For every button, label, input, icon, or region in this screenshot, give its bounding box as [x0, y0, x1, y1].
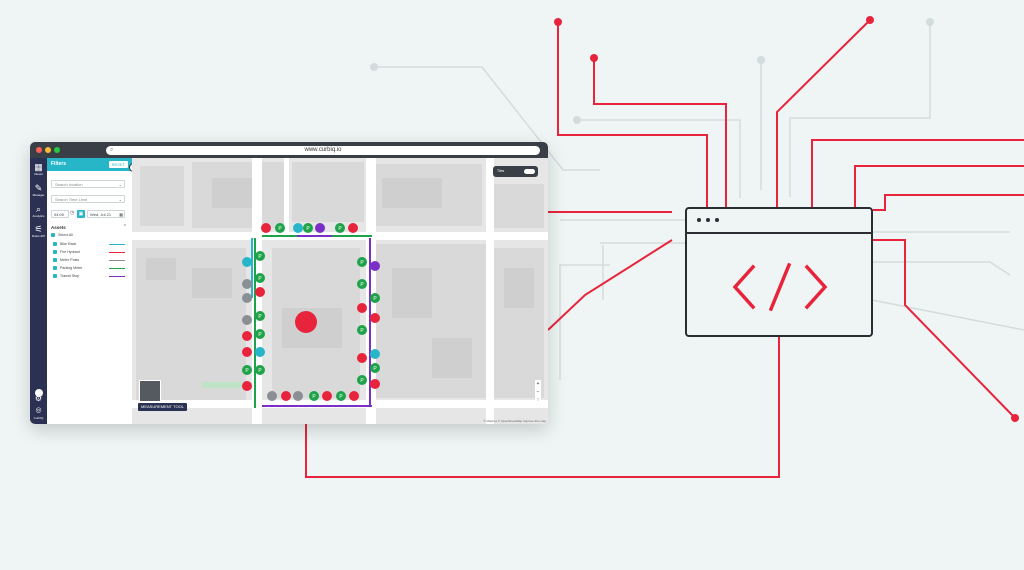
curbiq-logo-icon: ◎ — [35, 407, 42, 414]
close-window-icon[interactable] — [36, 147, 42, 153]
code-window-illustration — [685, 207, 873, 337]
asset-item-transit-stop[interactable]: Transit Stop — [53, 273, 127, 280]
zoom-in-button[interactable]: + — [536, 381, 540, 387]
svg-text:P: P — [373, 296, 377, 302]
nav-item-rules-api[interactable]: ⚟ Rules API — [31, 224, 46, 238]
filters-title: Filters — [51, 161, 67, 167]
chevron-down-icon: ⌄ — [118, 182, 122, 187]
svg-text:P: P — [360, 282, 364, 288]
legend-line — [109, 252, 125, 253]
asset-item-parking-meter[interactable]: Parking Meter — [53, 265, 127, 272]
svg-text:P: P — [360, 260, 364, 266]
map-attribution[interactable]: © Mapbox © OpenStreetMap Improve this ma… — [483, 419, 546, 423]
legend-line — [109, 276, 125, 277]
svg-text:P: P — [258, 332, 262, 338]
reset-button[interactable]: RESET — [108, 161, 128, 168]
zoom-out-button[interactable]: − — [536, 389, 540, 395]
asset-item-fire-hydrant[interactable]: Fire Hydrant — [53, 249, 127, 256]
window-dot-icon — [706, 218, 710, 222]
svg-text:P: P — [312, 394, 316, 400]
checkbox-icon — [51, 233, 55, 237]
calendar-today-button[interactable]: ▣ — [77, 210, 85, 218]
nav-item-analytics[interactable]: ⌕ Analytics — [32, 204, 45, 218]
search-icon: ⌕ — [110, 147, 114, 153]
search-time-limit-input[interactable]: Search Time Limit ⌄ — [51, 195, 125, 203]
nav-item-viewer[interactable]: ▦ Viewer — [31, 162, 46, 176]
legend-line — [109, 244, 125, 245]
chevron-up-icon[interactable]: ⌃ — [122, 224, 127, 230]
map-view[interactable]: P P P P P P P P P — [132, 158, 548, 424]
brand-logo: ◎ CurbIQ — [31, 406, 46, 420]
checkbox-icon — [53, 250, 57, 254]
svg-text:P: P — [258, 368, 262, 374]
address-bar[interactable]: ⌕ www.curbiq.io — [106, 146, 540, 155]
api-icon: ⚟ — [34, 224, 43, 234]
filters-header: Filters RESET — [47, 158, 132, 171]
svg-text:P: P — [245, 368, 249, 374]
window-dot-icon — [715, 218, 719, 222]
svg-text:P: P — [338, 226, 342, 232]
measurement-tool-button[interactable]: MEASUREMENT TOOL — [138, 403, 187, 411]
satellite-layer-button[interactable] — [139, 380, 161, 402]
settings-gear-icon[interactable]: ⚙ — [34, 394, 43, 403]
asset-item-bike-rack[interactable]: Bike Rack — [53, 241, 127, 248]
checkbox-icon — [53, 274, 57, 278]
asset-item-meter-posts[interactable]: Meter Posts — [53, 257, 127, 264]
svg-text:P: P — [306, 226, 310, 232]
svg-text:P: P — [373, 366, 377, 372]
svg-text:P: P — [278, 226, 282, 232]
clock-icon: ◷ — [70, 210, 75, 216]
nav-item-manager[interactable]: ✎ Manager — [32, 183, 45, 197]
svg-text:P: P — [258, 314, 262, 320]
code-window-titlebar — [687, 209, 871, 234]
legend-line — [109, 260, 125, 261]
svg-text:P: P — [360, 328, 364, 334]
map-canvas: P P P P P P P P P — [132, 158, 548, 424]
calendar-icon: ▦ — [119, 212, 123, 217]
select-all-checkbox[interactable]: Select All — [51, 232, 125, 239]
search-location-input[interactable]: Search location ⌄ — [51, 180, 125, 188]
svg-text:P: P — [339, 394, 343, 400]
edit-icon: ✎ — [34, 183, 43, 193]
legend-line — [109, 268, 125, 269]
window-dot-icon — [697, 218, 701, 222]
url-text: www.curbiq.io — [304, 147, 342, 153]
browser-toolbar: ⌕ www.curbiq.io — [30, 142, 548, 158]
zoom-controls: + − ↑ — [535, 380, 541, 406]
svg-text:P: P — [258, 254, 262, 260]
chevron-down-icon: ⌄ — [118, 197, 122, 202]
checkbox-icon — [53, 266, 57, 270]
nav-rail: ▦ Viewer ✎ Manager ⌕ Analytics ⚟ Rules A… — [30, 158, 47, 424]
search-chart-icon: ⌕ — [35, 204, 42, 214]
assets-title: Assets — [51, 225, 66, 230]
filters-panel: Filters RESET Search location ⌄ Search T… — [47, 158, 133, 424]
tiles-toggle[interactable]: Tiles — [493, 166, 538, 177]
svg-text:P: P — [360, 378, 364, 384]
minimize-window-icon[interactable] — [45, 147, 51, 153]
code-brackets-icon — [732, 262, 828, 312]
layers-icon: ▦ — [34, 162, 43, 172]
compass-button[interactable]: ↑ — [536, 397, 540, 403]
toggle-switch[interactable] — [524, 169, 535, 174]
maximize-window-icon[interactable] — [54, 147, 60, 153]
user-avatar[interactable] — [31, 384, 46, 402]
checkbox-icon — [53, 258, 57, 262]
checkbox-icon — [53, 242, 57, 246]
time-input[interactable]: 04:00 — [51, 210, 69, 218]
svg-text:P: P — [258, 276, 262, 282]
browser-window: ⌕ www.curbiq.io ▦ Viewer ✎ Manager ⌕ Ana… — [30, 142, 548, 424]
date-input[interactable]: Wed, Jul 21 ▦ — [87, 210, 125, 218]
